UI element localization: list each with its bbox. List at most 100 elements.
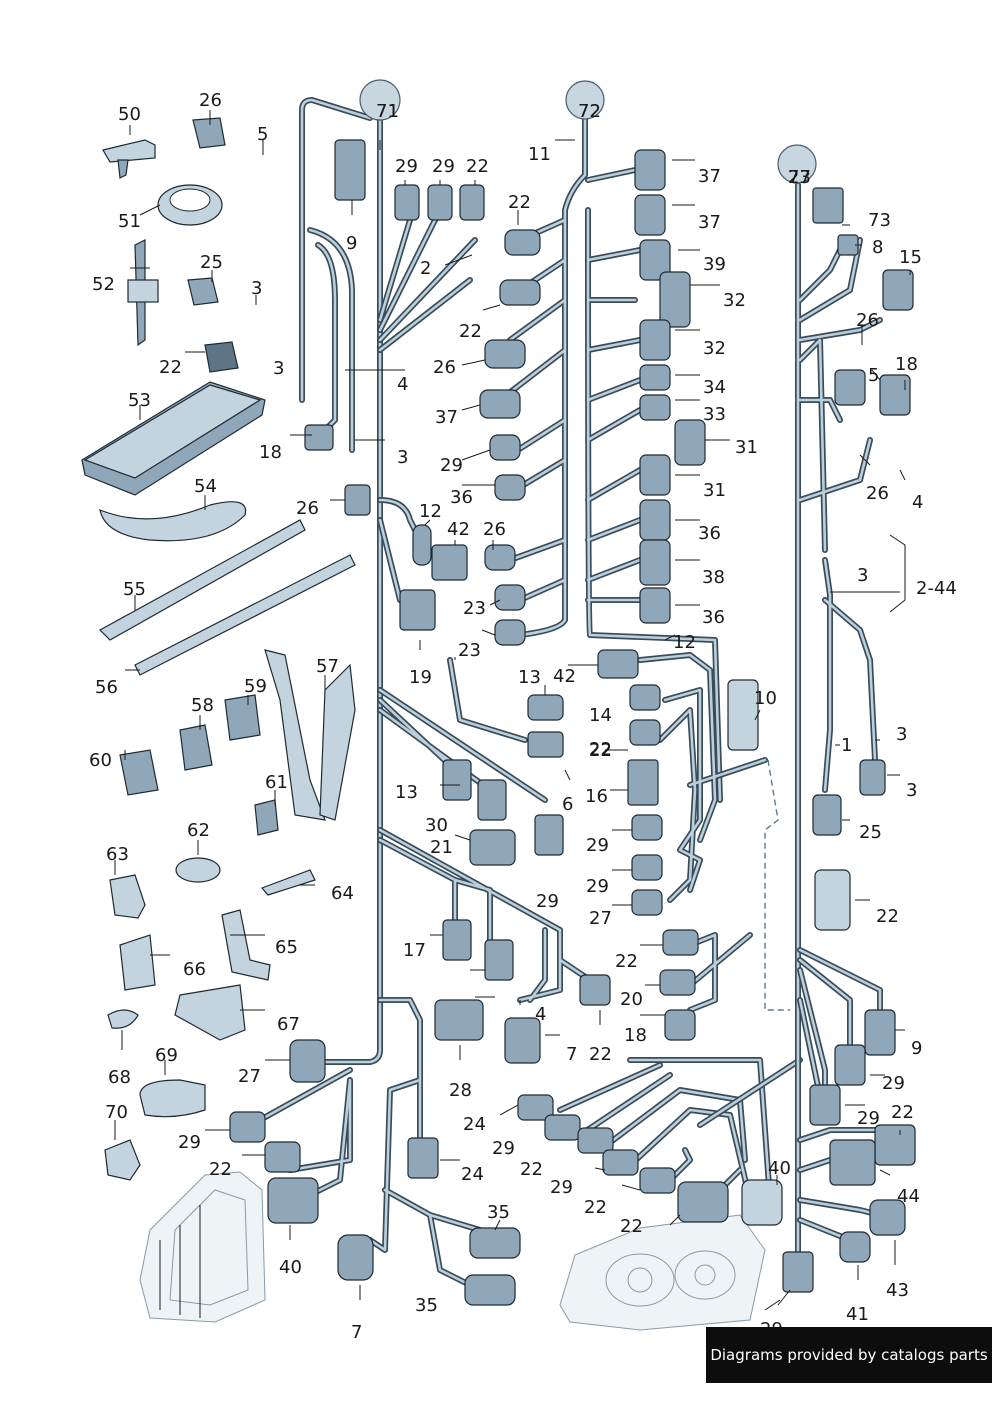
callout-22: 22 (508, 192, 531, 213)
grommet-73: 73 (777, 144, 817, 188)
callout-33: 33 (703, 404, 726, 425)
callout-22: 22 (589, 739, 612, 760)
callout-16: 16 (585, 786, 608, 807)
callout-35: 35 (415, 1295, 438, 1316)
callout-67: 67 (277, 1014, 300, 1035)
callout-24: 24 (461, 1164, 484, 1185)
callout-51: 51 (118, 211, 141, 232)
callout-60: 60 (89, 750, 112, 771)
callout-12: 12 (673, 632, 696, 653)
callout-36: 36 (698, 523, 721, 544)
callout-13: 13 (518, 667, 541, 688)
callout-41: 43 (886, 1280, 909, 1301)
callout-26: 26 (433, 357, 456, 378)
grommet-72: 72 (565, 80, 605, 122)
attribution-text: Diagrams provided by catalogs parts (710, 1346, 988, 1364)
callout-26: 26 (483, 519, 506, 540)
callout-20: 20 (620, 989, 643, 1010)
callout-1: 2-44 (916, 578, 957, 599)
callout-26: 26 (199, 90, 222, 111)
callout-17: 17 (403, 940, 426, 961)
callout-29: 9 (911, 1038, 922, 1059)
callout-9: 22 (876, 906, 899, 927)
callout-29: 29 (536, 891, 559, 912)
callout-21: 21 (430, 837, 453, 858)
callout-31: 31 (703, 480, 726, 501)
callout-26: 26 (296, 498, 319, 519)
callout-29: 41 (846, 1304, 869, 1325)
callout-29: 29 (395, 156, 418, 177)
callout-73: 27 (788, 167, 811, 188)
callout-34: 34 (703, 377, 726, 398)
callout-25: 3 (906, 780, 917, 801)
callout-7: 7 (566, 1044, 577, 1065)
callout-25: 25 (200, 252, 223, 273)
callout-3: 3 (397, 447, 408, 468)
callout-22: 22 (520, 1159, 543, 1180)
callout-27: 40 (768, 1158, 791, 1179)
callout-3: 1 (841, 735, 852, 756)
callout-42: 42 (553, 666, 576, 687)
callout-22: 22 (209, 1159, 232, 1180)
callout-28: 28 (449, 1080, 472, 1101)
callout-8: 73 (868, 210, 891, 231)
callout-32: 32 (703, 338, 726, 359)
callout-29: 29 (550, 1177, 573, 1198)
callout-71: 71 (376, 101, 399, 122)
callout-65: 65 (275, 937, 298, 958)
callout-39: 39 (703, 254, 726, 275)
callout-5: 26 (856, 310, 879, 331)
callout-6: 6 (562, 794, 573, 815)
callout-9: 9 (346, 233, 357, 254)
callout-54: 54 (194, 476, 217, 497)
callout-40: 22 (620, 1216, 643, 1237)
callout-14: 14 (589, 705, 612, 726)
callout-62: 62 (187, 820, 210, 841)
callout-18: 18 (624, 1025, 647, 1046)
callout-64: 64 (331, 883, 354, 904)
callout-22: 22 (159, 357, 182, 378)
callout-69: 69 (155, 1045, 178, 1066)
catalog-attribution-banner: Diagrams provided by catalogs parts (706, 1327, 992, 1383)
callout-40: 40 (279, 1257, 302, 1278)
callout-10: 10 (754, 688, 777, 709)
connectors (229, 139, 916, 1306)
callout-18: 5 (868, 365, 879, 386)
callout-57: 57 (316, 656, 339, 677)
callout-22: 22 (466, 156, 489, 177)
callout-36: 36 (450, 487, 473, 508)
callout-3: 3 (273, 358, 284, 379)
callout-2: 2 (420, 258, 431, 279)
callout-35: 35 (487, 1202, 510, 1223)
callout-12: 12 (419, 501, 442, 522)
callout-29: 29 (586, 876, 609, 897)
callout-68: 68 (108, 1067, 131, 1088)
callout-23: 23 (458, 640, 481, 661)
callout-4: 4 (397, 374, 408, 395)
callout-5: 5 (257, 124, 268, 145)
leader-lines (114, 110, 911, 1311)
callout-70: 70 (105, 1102, 128, 1123)
callout-15: 8 (872, 237, 883, 258)
grommet-71: 71 (359, 79, 401, 122)
callout-11: 11 (528, 144, 551, 165)
callout-29: 29 (882, 1073, 905, 1094)
callout-22: 22 (615, 951, 638, 972)
callout-37: 37 (698, 166, 721, 187)
callout-22: 29 (857, 1108, 880, 1129)
callout-52: 52 (92, 274, 115, 295)
loose-parts (81, 117, 356, 1181)
callout-59: 59 (244, 676, 267, 697)
callout-23: 23 (463, 598, 486, 619)
callout-22: 22 (584, 1197, 607, 1218)
callout-27: 27 (589, 908, 612, 929)
wire-harness (257, 97, 883, 1288)
callout-29: 29 (492, 1138, 515, 1159)
callout-50: 50 (118, 104, 141, 125)
callout-71: 71 (376, 101, 399, 122)
callout-36: 36 (702, 607, 725, 628)
left-headlight-illustration (139, 1171, 266, 1323)
callout-32: 32 (723, 290, 746, 311)
callout-56: 56 (95, 677, 118, 698)
